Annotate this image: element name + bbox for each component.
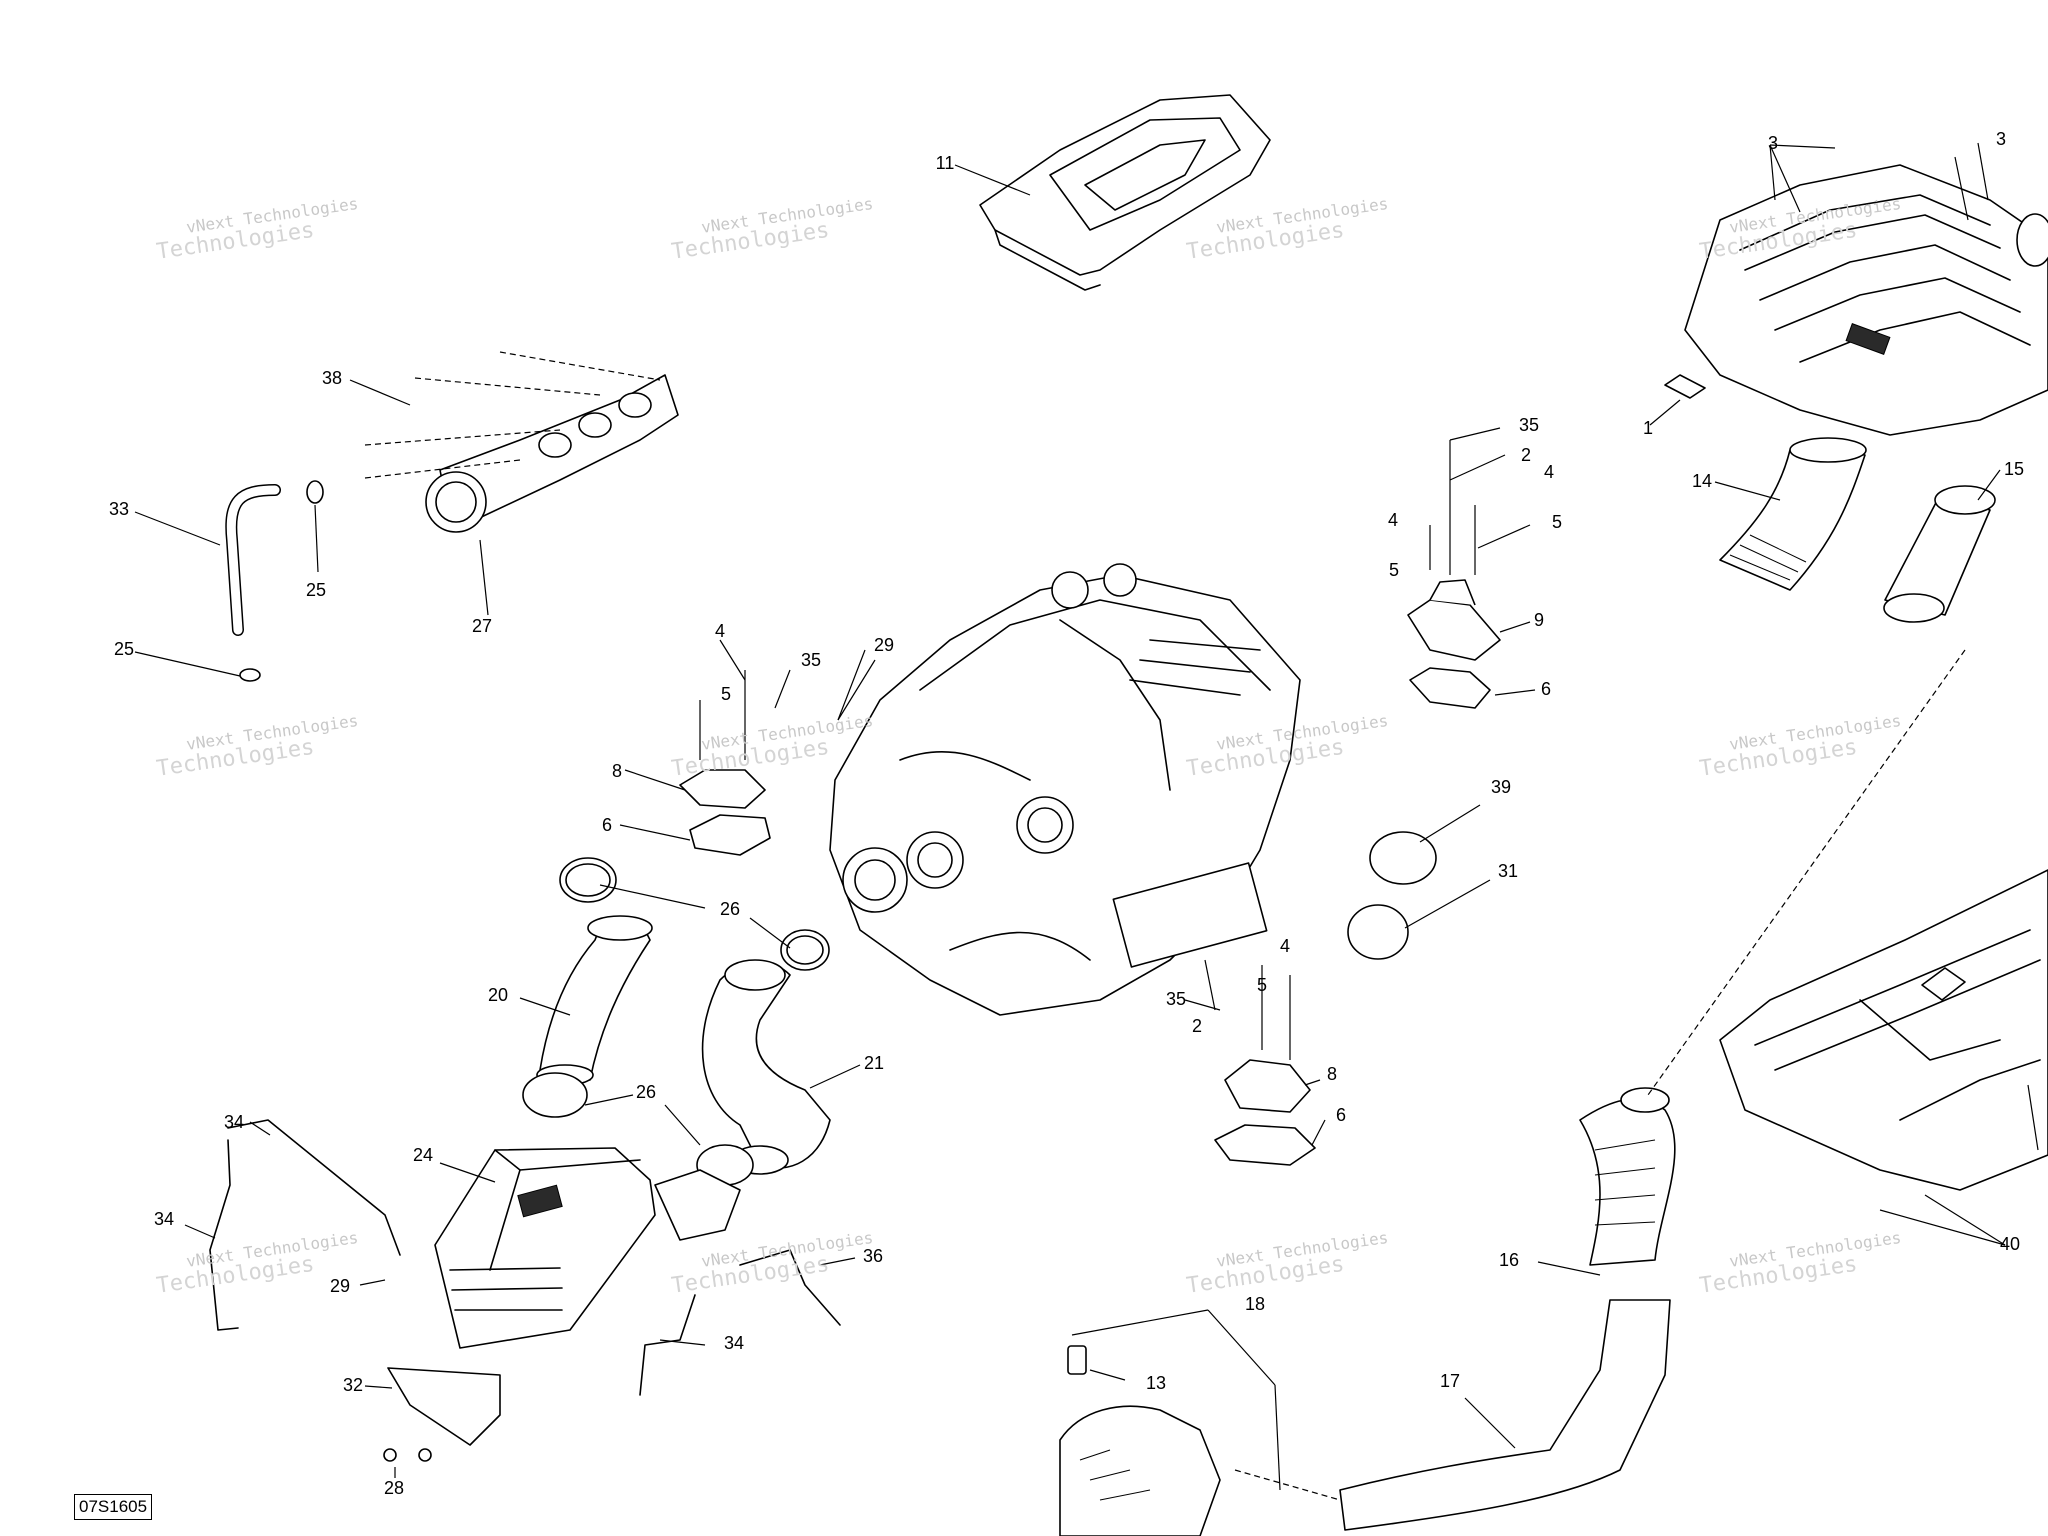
mounting-bracket-parts — [184, 1119, 856, 1396]
callout-label: 34 — [223, 1112, 245, 1132]
callout-label: 38 — [321, 368, 343, 388]
callout-label: 27 — [471, 616, 493, 636]
callout-label: 28 — [383, 1478, 405, 1498]
callout-label: 35 — [1518, 415, 1540, 435]
callout-label: 1 — [1642, 418, 1654, 438]
callout-label: 4 — [1279, 936, 1291, 956]
callout-label: 33 — [108, 499, 130, 519]
engine-block-part — [829, 563, 1301, 1016]
airbox-part — [1649, 142, 2048, 436]
callout-label: 26 — [635, 1082, 657, 1102]
callout-label: 20 — [487, 985, 509, 1005]
callout-label: 36 — [862, 1246, 884, 1266]
callout-label: 8 — [611, 761, 623, 781]
callout-label: 25 — [113, 639, 135, 659]
callout-label: 2 — [1191, 1016, 1203, 1036]
callout-label: 5 — [1551, 512, 1563, 532]
callout-label: 6 — [1335, 1105, 1347, 1125]
callout-label: 15 — [2003, 459, 2025, 479]
callout-label: 4 — [1387, 510, 1399, 530]
intake-tube-parts — [1714, 437, 2001, 623]
engine-mount-lower-part — [1184, 959, 1326, 1166]
callout-label: 35 — [800, 650, 822, 670]
seal-rings-part — [1347, 804, 1491, 960]
callout-label: 6 — [601, 815, 613, 835]
callout-label: 26 — [719, 899, 741, 919]
intercooler-part — [434, 1147, 741, 1349]
callout-label: 14 — [1691, 471, 1713, 491]
callout-label: 13 — [1145, 1373, 1167, 1393]
callout-label: 40 — [1999, 1234, 2021, 1254]
callout-label: 39 — [1490, 777, 1512, 797]
breather-hose-part — [134, 480, 324, 682]
callout-label: 6 — [1540, 679, 1552, 699]
callout-label: 5 — [1256, 975, 1268, 995]
callout-label: 2 — [1520, 445, 1532, 465]
callout-label: 3 — [1767, 133, 1779, 153]
drawing-id-label: 07S1605 — [74, 1494, 153, 1520]
callout-label: 21 — [863, 1053, 885, 1073]
engine-cover-part — [954, 94, 1271, 291]
callout-label: 34 — [153, 1209, 175, 1229]
callout-label: 4 — [1543, 462, 1555, 482]
callout-label: 32 — [342, 1375, 364, 1395]
callout-label: 25 — [305, 580, 327, 600]
callout-label: 35 — [1165, 989, 1187, 1009]
callout-label: 31 — [1497, 861, 1519, 881]
callout-label: 5 — [720, 684, 732, 704]
intake-manifold-part — [349, 351, 679, 616]
engine-mount-left-part — [619, 639, 876, 856]
callout-label: 34 — [723, 1333, 745, 1353]
callout-label: 3 — [1995, 129, 2007, 149]
callout-label: 24 — [412, 1145, 434, 1165]
callout-label: 29 — [329, 1276, 351, 1296]
callout-label: 5 — [1388, 560, 1400, 580]
cover-plate-part — [364, 1367, 501, 1478]
exhaust-hoses-part — [1059, 649, 1966, 1536]
callout-label: 8 — [1326, 1064, 1338, 1084]
callout-label: 17 — [1439, 1371, 1461, 1391]
callout-label: 9 — [1533, 610, 1545, 630]
callout-label: 29 — [873, 635, 895, 655]
callout-label: 16 — [1498, 1250, 1520, 1270]
oil-pan-part — [1719, 869, 2048, 1246]
callout-label: 4 — [714, 621, 726, 641]
callout-label: 11 — [935, 153, 955, 173]
callout-label: 18 — [1244, 1294, 1266, 1314]
engine-mount-right-part — [1407, 427, 1536, 709]
charge-air-hoses-part — [519, 857, 861, 1186]
